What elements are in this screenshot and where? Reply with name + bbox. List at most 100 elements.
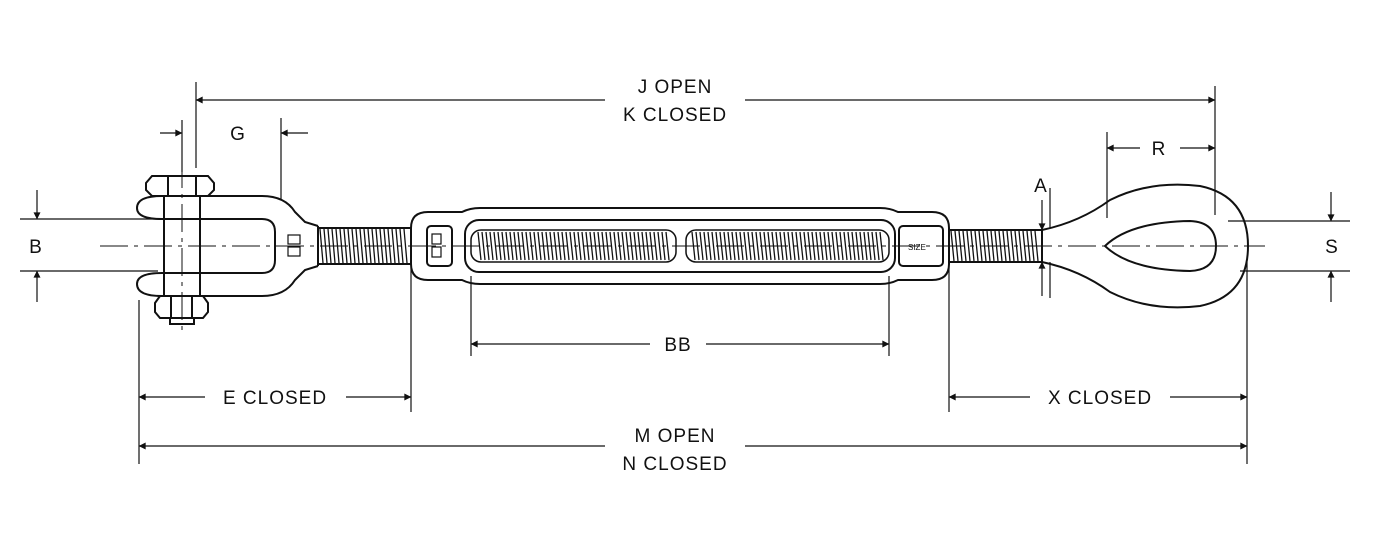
thread-line (1002, 230, 1007, 262)
thread-line (791, 231, 796, 261)
thread-line (327, 228, 332, 264)
thread-line (613, 231, 618, 261)
thread-line (695, 231, 700, 261)
thread-line (489, 231, 494, 261)
thread-line (735, 231, 740, 261)
thread-line (1014, 230, 1019, 262)
thread-line (505, 231, 510, 261)
thread-line (807, 231, 812, 261)
thread-line (661, 231, 666, 261)
thread-line (375, 228, 380, 264)
thread-line (775, 231, 780, 261)
thread-line (795, 231, 800, 261)
thread-line (359, 228, 364, 264)
thread-line (950, 230, 955, 262)
label-k-closed: K CLOSED (623, 105, 727, 126)
thread-line (367, 228, 372, 264)
label-r: R (1152, 139, 1167, 160)
jaw-bolt-nut (154, 295, 209, 325)
thread-line (617, 231, 622, 261)
thread-line (343, 228, 348, 264)
thread-line (653, 231, 658, 261)
label-x-closed: X CLOSED (1048, 388, 1152, 409)
thread-line (803, 231, 808, 261)
thread-line (379, 228, 384, 264)
thread-line (1026, 230, 1031, 262)
thread-line (787, 231, 792, 261)
thread-line (751, 231, 756, 261)
jaw-bolt-pin (163, 196, 201, 296)
thread-line (609, 231, 614, 261)
thread-line (625, 231, 630, 261)
thread-line (641, 231, 646, 261)
thread-line (867, 231, 872, 261)
eye-end (1041, 183, 1250, 309)
thread-line (715, 231, 720, 261)
thread-line (665, 231, 670, 261)
thread-line (703, 231, 708, 261)
thread-line (589, 231, 594, 261)
thread-line (629, 231, 634, 261)
thread-line (533, 231, 538, 261)
jaw-stamp (287, 234, 301, 257)
thread-line (493, 231, 498, 261)
thread-line (549, 231, 554, 261)
thread-line (597, 231, 602, 261)
label-m-open: M OPEN (635, 426, 716, 447)
thread-line (403, 228, 408, 264)
label-s: S (1325, 237, 1339, 258)
thread-line (399, 228, 404, 264)
thread-line (835, 231, 840, 261)
dimension-lines (33, 96, 1335, 450)
thread-line (561, 231, 566, 261)
thread-line (335, 228, 340, 264)
thread-line (1034, 230, 1039, 262)
thread-line (1018, 230, 1023, 262)
thread-line (565, 231, 570, 261)
thread-line (657, 231, 662, 261)
thread-line (581, 231, 586, 261)
thread-line (783, 231, 788, 261)
jaw-bolt-head (145, 175, 215, 197)
thread-line (699, 231, 704, 261)
thread-line (974, 230, 979, 262)
thread-line (1030, 230, 1035, 262)
thread-line (323, 228, 328, 264)
label-e-closed: E CLOSED (223, 388, 327, 409)
thread-line (994, 230, 999, 262)
thread-line (823, 231, 828, 261)
thread-line (779, 231, 784, 261)
thread-line (966, 230, 971, 262)
size-stamp: SIZE (908, 243, 926, 252)
thread-line (970, 230, 975, 262)
thread-line (485, 231, 490, 261)
thread-line (859, 231, 864, 261)
thread-line (855, 231, 860, 261)
thread-line (707, 231, 712, 261)
thread-line (541, 231, 546, 261)
body-stamp (431, 233, 442, 258)
thread-line (771, 231, 776, 261)
thread-line (601, 231, 606, 261)
thread-line (982, 230, 987, 262)
thread-line (383, 228, 388, 264)
thread-line (727, 231, 732, 261)
thread-line (875, 231, 880, 261)
thread-line (958, 230, 963, 262)
body-inner-thread-left (470, 229, 677, 263)
thread-line (347, 228, 352, 264)
thread-line (513, 231, 518, 261)
thread-line (645, 231, 650, 261)
thread-line (481, 231, 486, 261)
thread-line (815, 231, 820, 261)
thread-line (879, 231, 884, 261)
thread-line (723, 231, 728, 261)
thread-line (863, 231, 868, 261)
thread-line (521, 231, 526, 261)
thread-line (557, 231, 562, 261)
thread-line (731, 231, 736, 261)
label-a: A (1034, 176, 1048, 197)
thread-line (954, 230, 959, 262)
thread-line (339, 228, 344, 264)
